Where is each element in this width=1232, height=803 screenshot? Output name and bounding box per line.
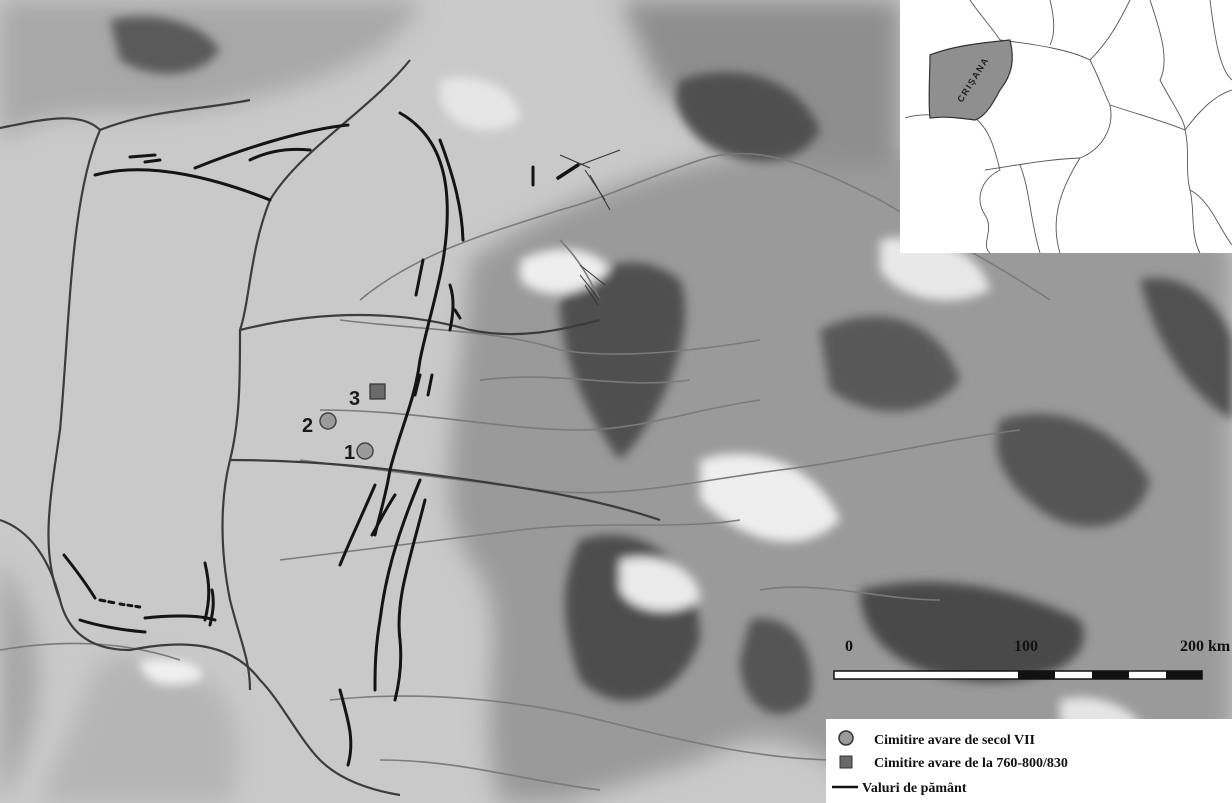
site-label-3: 3	[349, 388, 360, 410]
legend: Cimitire avare de secol VII Cimitire ava…	[826, 719, 1232, 803]
legend-background	[826, 719, 1232, 803]
scale-bar-segment	[1166, 671, 1202, 679]
scale-label-100: 100	[1014, 638, 1038, 655]
inset-map: CRIŞANA	[900, 0, 1232, 254]
site-label-1: 1	[344, 442, 355, 464]
legend-label-circle: Cimitire avare de secol VII	[874, 733, 1035, 748]
inset-background	[900, 0, 1232, 253]
scale-label-200: 200 km	[1180, 638, 1231, 655]
site-markers: 1 2 3	[302, 383, 386, 464]
scale-bar: 0 100 200 km	[833, 638, 1231, 680]
stream-lines	[559, 149, 621, 306]
scale-bar-segment	[1092, 671, 1129, 679]
site-marker-2	[319, 412, 337, 430]
scale-label-0: 0	[845, 638, 853, 655]
legend-square-icon	[839, 755, 853, 769]
earthwork-lines	[62, 111, 580, 767]
inset-region-highlight	[928, 39, 1013, 121]
site-marker-3	[369, 383, 386, 400]
legend-circle-icon	[838, 730, 854, 746]
legend-label-square: Cimitire avare de la 760-800/830	[874, 756, 1068, 771]
scale-bar-segment	[1018, 671, 1055, 679]
site-marker-1	[356, 442, 374, 460]
legend-label-line: Valuri de pământ	[862, 781, 967, 796]
site-label-2: 2	[302, 415, 313, 437]
